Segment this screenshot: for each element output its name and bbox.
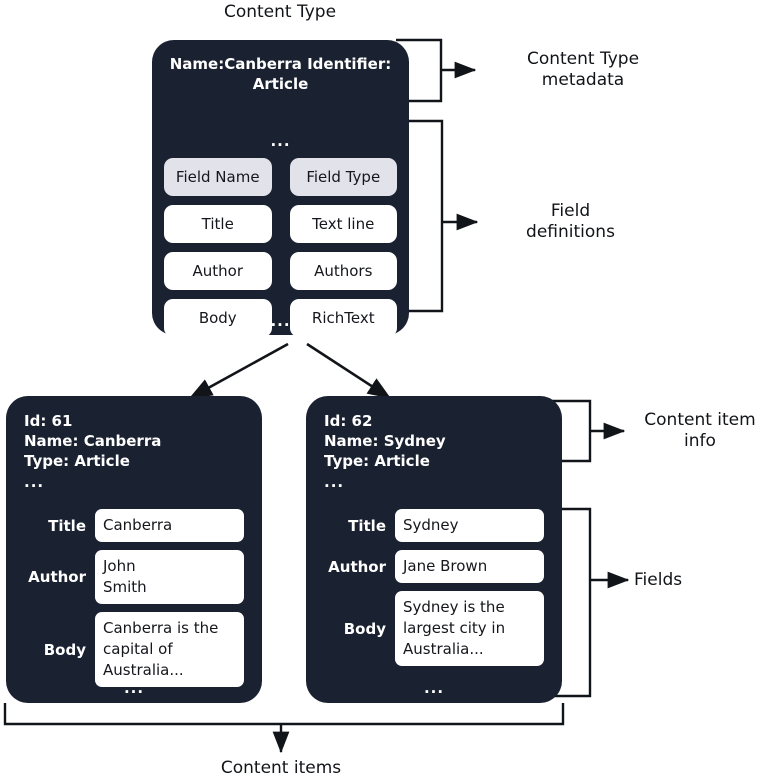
content-item-card-61: Id: 61 Name: Canberra Type: Article ... … xyxy=(6,396,262,703)
field-label: Title xyxy=(48,516,86,535)
content-item-info-text: Id: 61 Name: Canberra Type: Article xyxy=(24,412,162,470)
content-item-info-text: Id: 62 Name: Sydney Type: Article xyxy=(324,412,446,470)
annotation-content-item-info: Content item info xyxy=(644,410,756,451)
content-item-bottom-ellipsis: ... xyxy=(423,679,445,697)
content-type-metadata-ellipsis: ... xyxy=(270,132,291,150)
field-row-author: Author Jane Brown xyxy=(320,550,544,583)
field-value: Canberra is the capital of Australia... xyxy=(95,612,244,687)
content-item-fields: Title Canberra Author John Smith Body Ca… xyxy=(20,509,244,687)
field-row-author: Author John Smith xyxy=(20,550,244,604)
arrow-to-item-62 xyxy=(306,342,392,400)
content-type-bottom-ellipsis: ... xyxy=(270,312,291,330)
table-row: Author Authors xyxy=(164,252,397,290)
field-row-body: Body Canberra is the capital of Australi… xyxy=(20,612,244,687)
column-header-field-name: Field Name xyxy=(164,158,272,196)
field-value: Sydney is the largest city in Australia.… xyxy=(395,591,544,666)
field-value: Sydney xyxy=(395,509,544,542)
bracket-field-definitions xyxy=(398,119,479,313)
content-item-card-62: Id: 62 Name: Sydney Type: Article ... Ti… xyxy=(306,396,562,703)
content-item-fields: Title Sydney Author Jane Brown Body Sydn… xyxy=(320,509,544,666)
content-type-card: Name:Canberra Identifier: Article ... Fi… xyxy=(152,40,409,337)
content-item-info-ellipsis: ... xyxy=(24,473,45,491)
annotation-fields: Fields xyxy=(634,570,683,590)
column-header-field-type: Field Type xyxy=(289,158,397,196)
field-label: Body xyxy=(343,619,386,638)
field-value: Jane Brown xyxy=(395,550,544,583)
content-item-info-ellipsis: ... xyxy=(324,473,345,491)
page-title-content-items: Content items xyxy=(220,758,342,778)
field-name-cell: Body xyxy=(164,299,272,337)
field-type-cell: RichText xyxy=(289,299,397,337)
field-value: John Smith xyxy=(95,550,244,604)
field-label: Body xyxy=(43,640,86,659)
content-type-metadata-text: Name:Canberra Identifier: Article xyxy=(169,55,392,93)
table-row: Title Text line xyxy=(164,205,397,243)
table-row: Body RichText xyxy=(164,299,397,337)
field-type-cell: Text line xyxy=(289,205,397,243)
content-item-bottom-ellipsis: ... xyxy=(123,679,145,697)
field-definitions-table: Field Name Field Type Title Text line Au… xyxy=(164,158,397,337)
field-label: Author xyxy=(328,557,386,576)
field-type-cell: Authors xyxy=(289,252,397,290)
page-title-content-type: Content Type xyxy=(223,2,337,22)
arrow-to-item-61 xyxy=(188,342,289,400)
field-row-title: Title Sydney xyxy=(320,509,544,542)
field-row-body: Body Sydney is the largest city in Austr… xyxy=(320,591,544,666)
field-name-cell: Title xyxy=(164,205,272,243)
field-value: Canberra xyxy=(95,509,244,542)
field-name-cell: Author xyxy=(164,252,272,290)
table-header-row: Field Name Field Type xyxy=(164,158,397,196)
annotation-content-type-metadata: Content Type metadata xyxy=(526,49,640,90)
field-row-title: Title Canberra xyxy=(20,509,244,542)
annotation-field-definitions: Field definitions xyxy=(526,201,615,242)
field-label: Title xyxy=(348,516,386,535)
bracket-content-items xyxy=(3,703,565,754)
field-label: Author xyxy=(28,568,86,586)
